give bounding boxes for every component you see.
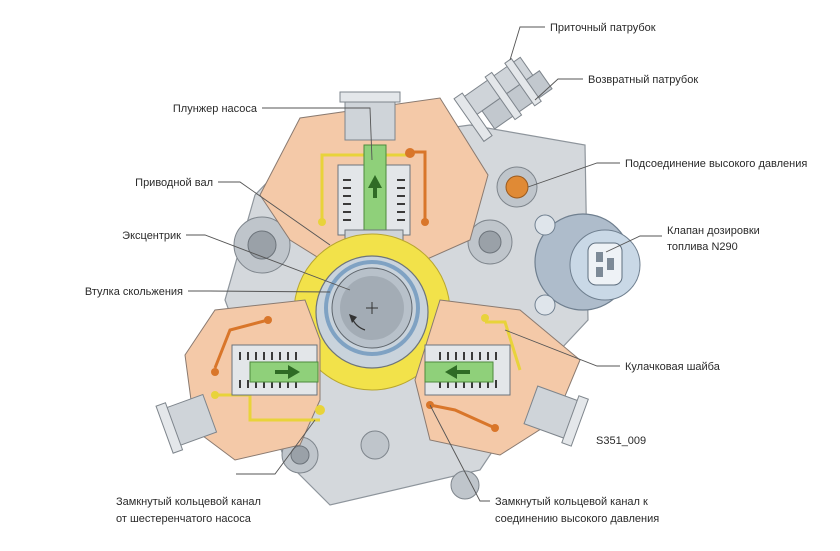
- label-drive-shaft: Приводной вал: [135, 177, 213, 189]
- label-ring-right-line2: соединению высокого давления: [495, 513, 659, 525]
- label-ring-right-line1: Замкнутый кольцевой канал к: [495, 496, 648, 508]
- metering-valve: [534, 213, 641, 316]
- label-eccentric: Эксцентрик: [122, 230, 181, 242]
- label-valve-line2: топлива N290: [667, 241, 738, 253]
- label-ring-left-line2: от шестеренчатого насоса: [116, 513, 252, 525]
- label-ring-left-line1: Замкнутый кольцевой канал: [116, 496, 261, 508]
- label-inlet: Приточный патрубок: [550, 22, 656, 34]
- label-return: Возвратный патрубок: [588, 74, 698, 86]
- inlet-return-fittings: [453, 56, 553, 143]
- label-high-pressure-connection: Подсоединение высокого давления: [625, 158, 807, 170]
- sliding-bushing: [324, 260, 420, 356]
- label-bushing: Втулка скольжения: [85, 286, 183, 298]
- left-pump-element: [155, 299, 325, 461]
- top-pump-element: [259, 91, 489, 266]
- label-cam-ring: Кулачковая шайба: [625, 361, 721, 373]
- label-valve-line1: Клапан дозировки: [667, 225, 760, 237]
- leader-lines: [186, 26, 662, 502]
- right-pump-element: [414, 299, 589, 456]
- figure-code: S351_009: [596, 435, 646, 447]
- label-plunger: Плунжер насоса: [173, 103, 258, 115]
- drive-shaft: [331, 267, 413, 349]
- high-pressure-connection: [496, 166, 538, 208]
